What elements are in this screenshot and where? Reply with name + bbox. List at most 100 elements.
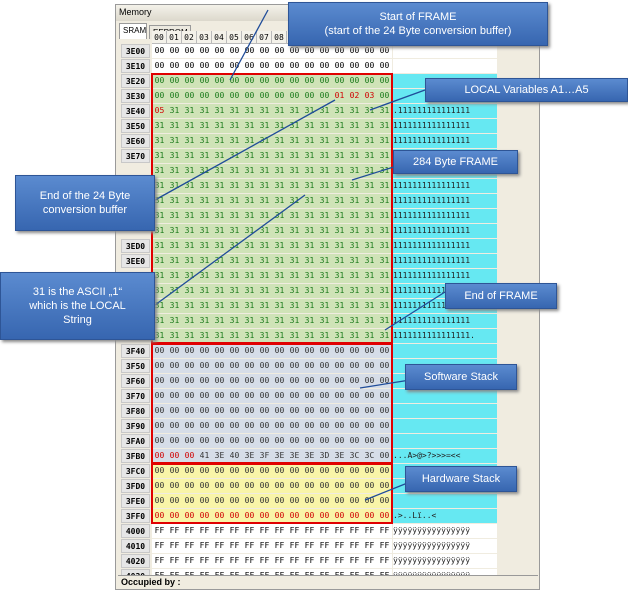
hex-byte-cell: 31 xyxy=(272,194,287,208)
hex-byte-cell: 31 xyxy=(302,299,317,313)
hex-byte-cell: 00 xyxy=(362,59,377,73)
hex-byte-cell: 00 xyxy=(332,419,347,433)
hex-byte-cell: 31 xyxy=(197,179,212,193)
hex-byte-cell: 00 xyxy=(167,479,182,493)
hex-byte-cell: 00 xyxy=(152,44,167,58)
hex-byte-cell: 31 xyxy=(347,329,362,343)
hex-byte-cell: 00 xyxy=(227,419,242,433)
hex-byte-cell: FF xyxy=(332,539,347,553)
hex-byte-cell: 00 xyxy=(227,89,242,103)
address-cell: 3E20 xyxy=(121,74,150,88)
hex-byte-cell: 31 xyxy=(182,239,197,253)
ascii-cell xyxy=(393,344,497,358)
hex-byte-cell: 00 xyxy=(242,419,257,433)
hex-byte-cell: 00 xyxy=(377,374,392,388)
hex-byte-cell: 00 xyxy=(167,359,182,373)
hex-byte-cell: 31 xyxy=(257,134,272,148)
hex-byte-cell: 00 xyxy=(347,74,362,88)
address-cell: 3FB0 xyxy=(121,449,150,463)
hex-byte-cell: 00 xyxy=(197,89,212,103)
hex-byte-cell: 31 xyxy=(227,284,242,298)
hex-byte-cell: 00 xyxy=(377,509,392,523)
hex-byte-cell: FF xyxy=(212,554,227,568)
hex-byte-cell: 31 xyxy=(332,269,347,283)
hex-byte-cell: 00 xyxy=(257,494,272,508)
hex-byte-cell: 40 xyxy=(227,449,242,463)
callout-software-stack-text: Software Stack xyxy=(424,371,498,383)
hex-byte-cell: 31 xyxy=(287,119,302,133)
hex-byte-cell: 31 xyxy=(347,119,362,133)
hex-byte-cell: 31 xyxy=(182,149,197,163)
hex-byte-cell: 00 xyxy=(212,74,227,88)
hex-byte-cell: 00 xyxy=(182,509,197,523)
occupied-by-label: Occupied by : xyxy=(118,575,538,589)
hex-byte-cell: 00 xyxy=(377,449,392,463)
hex-byte-cell: 00 xyxy=(287,509,302,523)
hex-byte-cell: 31 xyxy=(287,134,302,148)
tab-sram[interactable]: SRAM xyxy=(119,23,147,39)
hex-byte-cell: 31 xyxy=(242,239,257,253)
address-cell: 3E40 xyxy=(121,104,150,118)
hex-byte-cell: 00 xyxy=(317,374,332,388)
hex-byte-cell: FF xyxy=(152,554,167,568)
hex-byte-cell: 31 xyxy=(257,299,272,313)
hex-byte-cell: 00 xyxy=(332,389,347,403)
hex-byte-cell: 31 xyxy=(212,134,227,148)
hex-byte-cell: 31 xyxy=(287,269,302,283)
hex-byte-cell: 00 xyxy=(197,374,212,388)
hex-byte-cell: 31 xyxy=(332,194,347,208)
hex-byte-cell: 31 xyxy=(287,224,302,238)
hex-byte-cell: 3F xyxy=(257,449,272,463)
address-cell: 3E70 xyxy=(121,149,150,163)
hex-byte-cell: 31 xyxy=(272,329,287,343)
hex-byte-cell: 00 xyxy=(302,509,317,523)
hex-byte-cell: 31 xyxy=(212,104,227,118)
hex-byte-cell: 00 xyxy=(362,74,377,88)
hex-byte-cell: 31 xyxy=(212,164,227,178)
hex-byte-cell: 31 xyxy=(242,299,257,313)
hex-byte-cell: 31 xyxy=(272,149,287,163)
hex-byte-cell: 00 xyxy=(167,344,182,358)
hex-byte-cell: 31 xyxy=(362,269,377,283)
hex-byte-cell: FF xyxy=(362,539,377,553)
hex-byte-cell: 00 xyxy=(167,89,182,103)
hex-byte-cell: 31 xyxy=(287,314,302,328)
hex-byte-cell: FF xyxy=(317,524,332,538)
address-cell: 3F70 xyxy=(121,389,150,403)
hex-byte-cell: 00 xyxy=(302,494,317,508)
hex-byte-cell: 31 xyxy=(272,254,287,268)
hex-byte-cell: FF xyxy=(197,539,212,553)
hex-byte-cell: 31 xyxy=(227,194,242,208)
hex-byte-cell: 31 xyxy=(302,239,317,253)
hex-byte-cell: 31 xyxy=(257,149,272,163)
hex-byte-cell: 31 xyxy=(152,134,167,148)
hex-byte-cell: 00 xyxy=(257,389,272,403)
hex-byte-cell: 31 xyxy=(242,179,257,193)
hex-byte-cell: FF xyxy=(152,539,167,553)
hex-byte-cell: 00 xyxy=(167,59,182,73)
address-cell: 4000 xyxy=(121,524,150,538)
hex-byte-cell: 31 xyxy=(257,239,272,253)
hex-byte-cell: 31 xyxy=(332,254,347,268)
hex-byte-cell: 31 xyxy=(317,194,332,208)
hex-byte-cell: 00 xyxy=(317,419,332,433)
hex-byte-cell: 31 xyxy=(332,284,347,298)
hex-byte-cell: 31 xyxy=(332,149,347,163)
hex-byte-cell: 31 xyxy=(332,134,347,148)
hex-byte-cell: 00 xyxy=(362,389,377,403)
hex-byte-cell: 00 xyxy=(332,464,347,478)
hex-byte-cell: 31 xyxy=(242,209,257,223)
hex-byte-cell: 00 xyxy=(227,389,242,403)
hex-byte-cell: 00 xyxy=(377,344,392,358)
hex-byte-cell: 31 xyxy=(347,179,362,193)
hex-byte-cell: 31 xyxy=(257,224,272,238)
hex-byte-cell: 00 xyxy=(227,374,242,388)
hex-byte-cell: 31 xyxy=(332,179,347,193)
hex-byte-cell: 00 xyxy=(152,419,167,433)
hex-byte-cell: 00 xyxy=(212,344,227,358)
hex-byte-cell: 00 xyxy=(377,479,392,493)
hex-byte-cell: 00 xyxy=(152,389,167,403)
hex-byte-cell: 00 xyxy=(257,434,272,448)
hex-byte-cell: 31 xyxy=(257,284,272,298)
hex-byte-cell: 00 xyxy=(242,89,257,103)
